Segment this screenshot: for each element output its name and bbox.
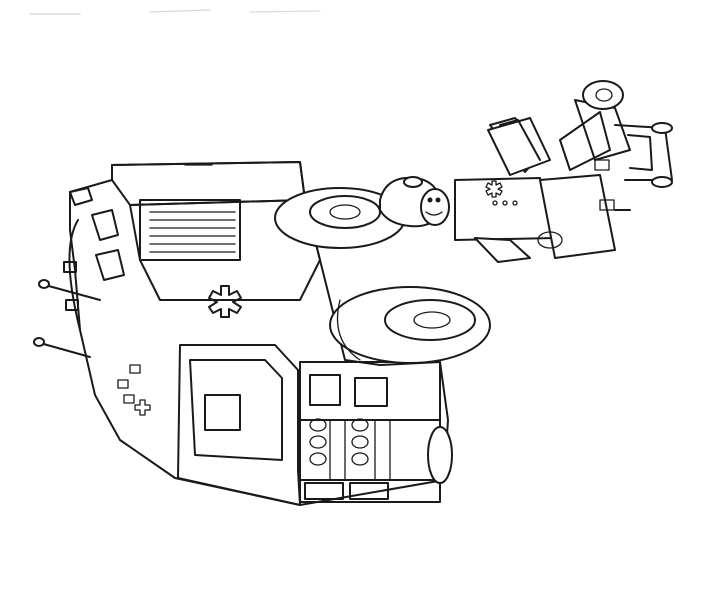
rescue-truck xyxy=(33,161,491,506)
truck-roof-panel xyxy=(111,161,306,206)
scan-artifact-marks xyxy=(29,9,321,15)
vent-grille xyxy=(139,199,241,261)
wheel-under xyxy=(427,426,453,484)
truck-rear-studs xyxy=(63,187,125,331)
torso-star-of-life-icon xyxy=(485,180,503,198)
truck-door xyxy=(177,344,301,506)
wheel-front xyxy=(329,286,491,364)
stretcher-frame xyxy=(614,122,673,211)
medical-box xyxy=(487,117,551,176)
side-lights xyxy=(117,364,151,416)
minifigure-paramedic xyxy=(379,80,673,263)
antennas xyxy=(33,279,101,358)
minifigure-legs xyxy=(537,80,631,259)
torso-stars xyxy=(492,200,518,206)
minifigure-head xyxy=(379,176,450,228)
minifigure-arm-lower xyxy=(474,237,531,263)
minifigure-torso xyxy=(454,177,556,241)
star-of-life-icon xyxy=(208,285,242,318)
truck-front-grille xyxy=(299,361,441,503)
